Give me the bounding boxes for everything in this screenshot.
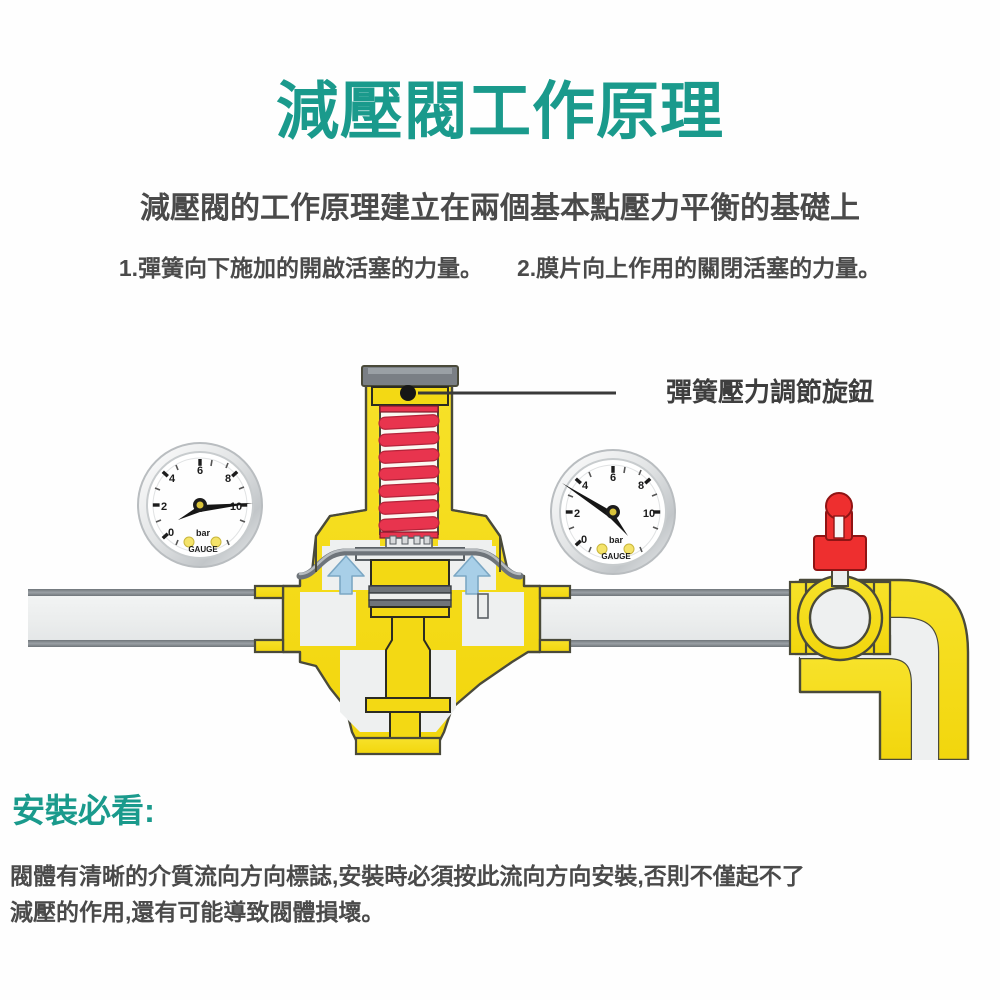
gauge-right-tick-4: 4 — [582, 480, 589, 492]
ball-valve-assembly — [788, 492, 970, 760]
gauge-right-tick-0: 0 — [581, 534, 587, 546]
valve-piston-stem — [365, 559, 452, 739]
gauge-right-brand: GAUGE — [601, 552, 631, 561]
gauge-right-tick-2: 2 — [574, 508, 580, 520]
pressure-spring — [378, 405, 440, 539]
gauge-left-tick-0: 0 — [168, 527, 174, 539]
gauge-left-tick-2: 2 — [161, 501, 167, 513]
spring-seat — [385, 535, 433, 549]
pressure-gauge-right: 0 2 4 6 8 10 bar GAUGE — [550, 449, 676, 575]
installation-body: 閥體有清晰的介質流向方向標誌,安裝時必須按此流向方向安裝,否則不僅起不了 減壓的… — [10, 858, 985, 930]
principle-point-1: 1.彈簧向下施加的開啟活塞的力量。 — [118, 255, 483, 281]
installation-heading: 安裝必看: — [12, 792, 155, 829]
pressure-arrow-left — [327, 555, 365, 595]
diaphragm-membrane — [296, 548, 524, 580]
gauge-right-tick-10: 10 — [643, 508, 655, 520]
installation-body-line-2: 減壓的作用,還有可能導致閥體損壞。 — [10, 899, 385, 925]
pressure-reducing-valve-body — [253, 365, 572, 756]
ball-valve-handle[interactable] — [813, 492, 867, 571]
pressure-arrow-right — [453, 555, 491, 595]
gauge-left-tick-4: 4 — [169, 473, 176, 485]
spring-adjustment-screw[interactable] — [371, 385, 449, 406]
bottom-drain-plug — [354, 736, 442, 756]
valve-diagram: 0 2 4 6 8 10 bar GAUGE — [0, 340, 1000, 760]
valve-top-cap — [361, 365, 459, 387]
pressure-gauge-left: 0 2 4 6 8 10 bar GAUGE — [137, 442, 263, 568]
page-subtitle: 減壓閥的工作原理建立在兩個基本點壓力平衡的基礎上 — [140, 192, 860, 225]
principle-point-2: 2.膜片向上作用的關閉活塞的力量。 — [517, 255, 882, 281]
callout-label-spring-knob: 彈簧壓力調節旋鈕 — [666, 377, 875, 407]
gauge-left-brand: GAUGE — [188, 545, 218, 554]
principle-points: 1.彈簧向下施加的開啟活塞的力量。 2.膜片向上作用的關閉活塞的力量。 — [0, 253, 1000, 283]
gauge-left-tick-10: 10 — [230, 501, 242, 513]
gauge-right-unit: bar — [609, 535, 624, 545]
installation-body-line-1: 閥體有清晰的介質流向方向標誌,安裝時必須按此流向方向安裝,否則不僅起不了 — [10, 863, 805, 889]
gauge-left-tick-6: 6 — [197, 465, 203, 477]
gauge-left-unit: bar — [196, 528, 211, 538]
gauge-right-tick-6: 6 — [610, 472, 616, 484]
gauge-left-tick-8: 8 — [225, 473, 231, 485]
gauge-right-tick-8: 8 — [638, 480, 644, 492]
page-title: 減壓閥工作原理 — [276, 77, 724, 147]
